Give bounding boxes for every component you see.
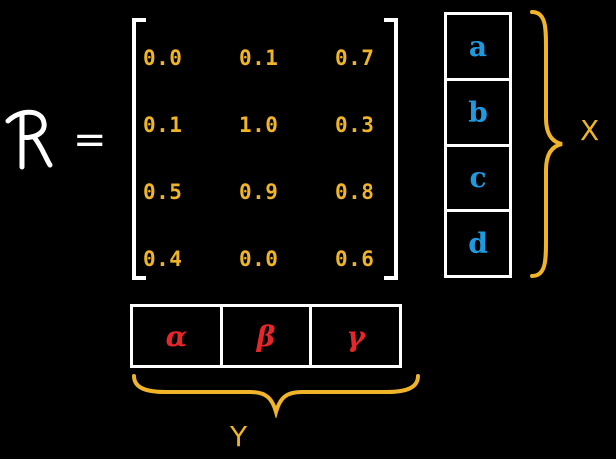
matrix-cell: 0.0 xyxy=(239,246,279,271)
matrix-left-bracket xyxy=(132,18,146,280)
matrix-cell: 0.7 xyxy=(335,45,375,70)
relation-symbol-r xyxy=(5,109,53,170)
matrix-cell: 0.9 xyxy=(239,179,279,204)
y-vector: α β γ xyxy=(130,304,402,368)
y-vector-item: β xyxy=(223,307,313,365)
x-vector-item: c xyxy=(447,147,509,213)
x-vector-item: b xyxy=(447,81,509,147)
x-curly-brace xyxy=(530,10,563,278)
matrix-cell: 0.1 xyxy=(143,112,183,137)
matrix-cell: 0.1 xyxy=(239,45,279,70)
x-label: X xyxy=(580,114,600,147)
y-vector-item: α xyxy=(133,307,223,365)
matrix-cell: 0.5 xyxy=(143,179,183,204)
matrix-cell: 0.0 xyxy=(143,45,183,70)
matrix-cell: 1.0 xyxy=(239,112,279,137)
relation-matrix: 0.0 0.1 0.7 0.1 1.0 0.3 0.5 0.9 0.8 0.4 … xyxy=(142,24,392,274)
x-vector-item: a xyxy=(447,15,509,81)
matrix-cell: 0.8 xyxy=(335,179,375,204)
matrix-cell: 0.6 xyxy=(335,246,375,271)
y-label: Y xyxy=(230,420,248,453)
y-vector-item: γ xyxy=(346,319,365,353)
y-curly-brace xyxy=(132,374,420,418)
matrix-right-bracket xyxy=(384,18,398,280)
x-vector-item: d xyxy=(468,227,488,261)
x-vector: a b c d xyxy=(444,12,512,278)
matrix-cell: 0.3 xyxy=(335,112,375,137)
matrix-cell: 0.4 xyxy=(143,246,183,271)
equals-sign: = xyxy=(73,117,107,163)
